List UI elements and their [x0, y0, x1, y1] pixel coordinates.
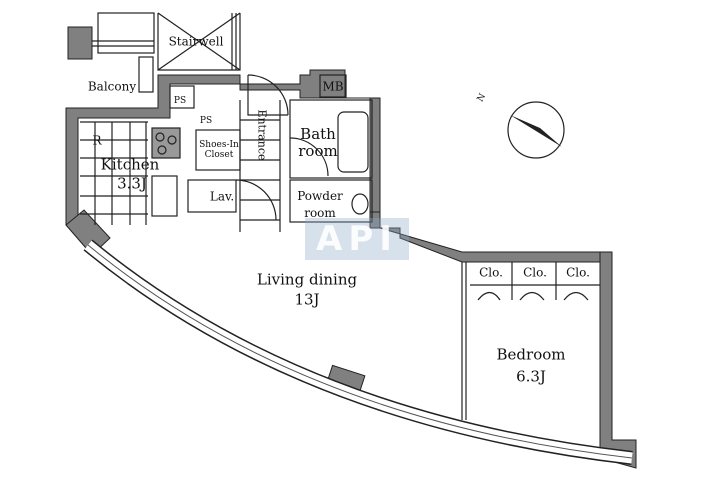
bedroom-right-wall — [599, 251, 637, 469]
pillar — [67, 26, 93, 60]
label-living-size: 13J — [294, 290, 320, 309]
label-closet-2: Clo. — [523, 265, 547, 280]
label-living-dining: Living dining — [256, 270, 358, 289]
label-powder-room: Powder room — [297, 189, 343, 220]
label-stairwell: Stairwell — [168, 34, 224, 49]
label-kitchen-size: 3.3J — [117, 174, 147, 193]
label-lav: Lav. — [209, 189, 235, 204]
label-shoes-in-closet: Shoes-In Closet — [199, 140, 239, 160]
watermark: API — [305, 218, 409, 260]
label-closet-1: Clo. — [479, 265, 503, 280]
label-mb: MB — [322, 79, 344, 94]
label-kitchen: Kitchen — [100, 155, 160, 174]
label-bath-room: Bath room — [298, 125, 338, 160]
label-closet-3: Clo. — [566, 265, 590, 280]
label-refrigerator: R — [92, 133, 102, 148]
label-entrance: Entrance — [255, 109, 269, 161]
label-ps-2: PS — [199, 116, 213, 126]
compass-icon — [507, 101, 565, 159]
label-bedroom-size: 6.3J — [516, 367, 546, 386]
label-bedroom: Bedroom — [496, 345, 566, 364]
label-balcony: Balcony — [87, 79, 137, 94]
label-ps-1: PS — [173, 96, 187, 106]
kitchen-corner — [65, 209, 111, 256]
